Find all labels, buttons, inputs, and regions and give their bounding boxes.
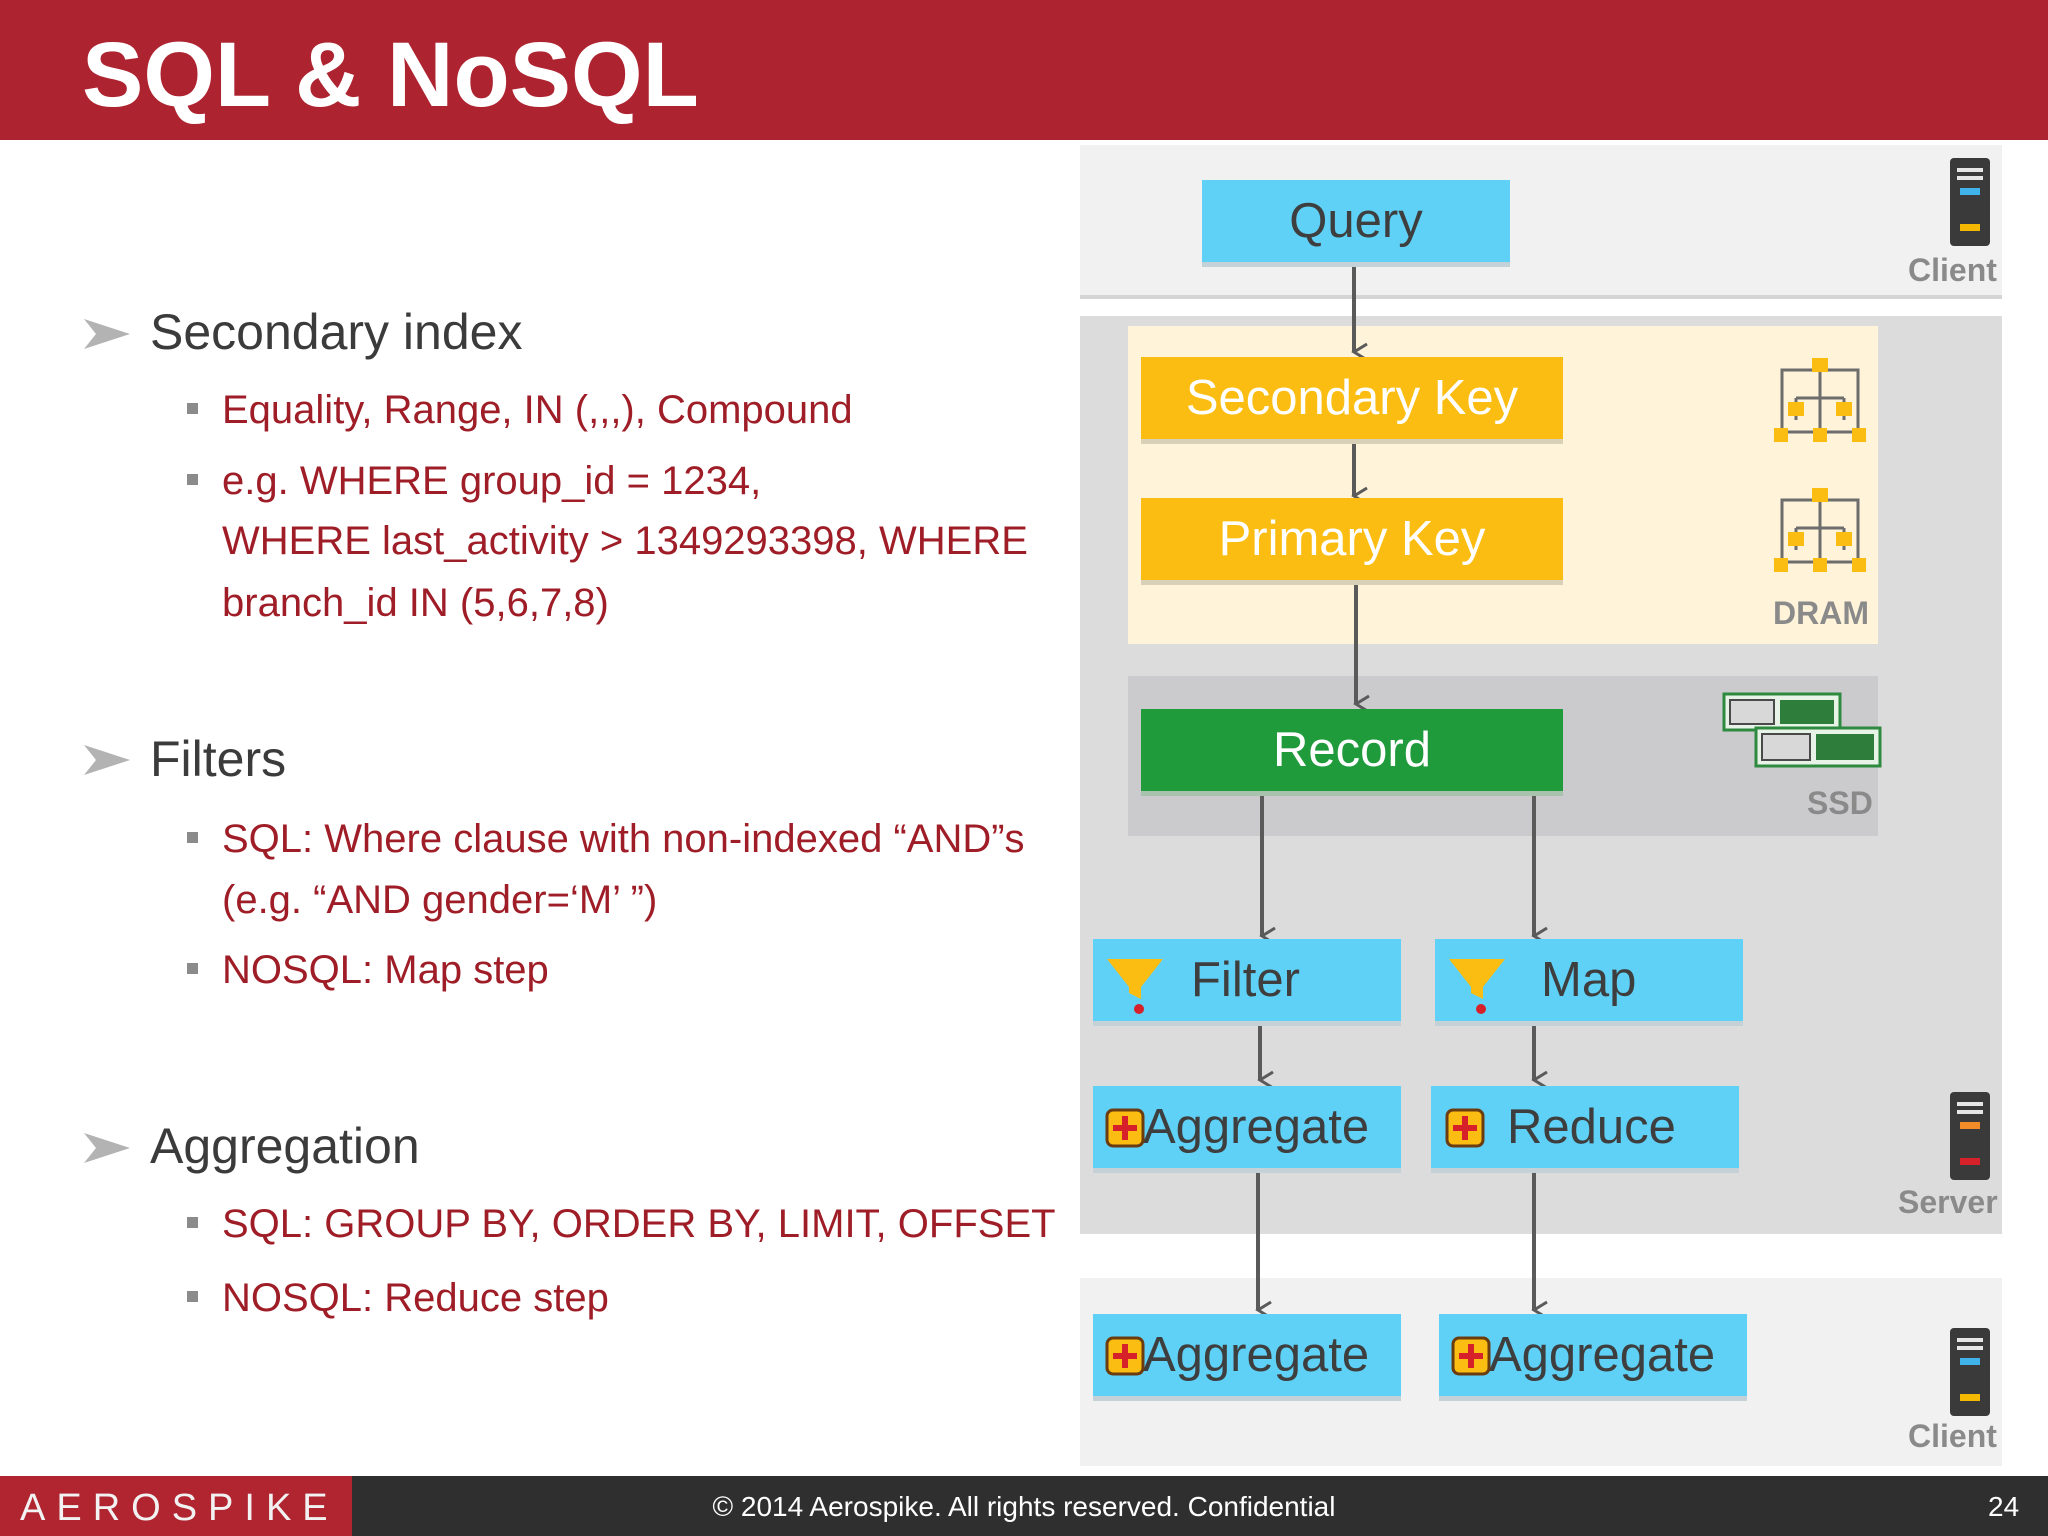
aggregate-box-server: Aggregate [1093, 1086, 1401, 1168]
bullet-item-continuation: WHERE last_activity > 1349293398, WHERE [222, 519, 1028, 563]
square-bullet-icon [187, 474, 198, 485]
primary-key-box: Primary Key [1141, 498, 1563, 580]
client-server-icon [1950, 1328, 1990, 1416]
panel-divider [1080, 295, 2002, 299]
client-server-icon [1950, 158, 1990, 246]
filter-funnel-icon [1107, 959, 1163, 1014]
query-box: Query [1202, 180, 1510, 262]
bullet-item-continuation: (e.g. “AND gender=‘M’ ”) [222, 878, 658, 922]
ssd-label: SSD [1807, 785, 1873, 821]
bullet-item: NOSQL: Map step [222, 948, 549, 992]
square-bullet-icon [187, 832, 198, 843]
primary-key-label: Primary Key [1218, 512, 1486, 566]
secondary-key-box: Secondary Key [1141, 357, 1563, 439]
bullet-item: Equality, Range, IN (,,,), Compound [222, 388, 853, 432]
server-icon [1950, 1092, 1990, 1180]
server-label: Server [1898, 1184, 1998, 1220]
square-bullet-icon [187, 403, 198, 414]
title-bar [0, 0, 2048, 140]
slide-title: SQL & NoSQL [82, 24, 699, 126]
bullet-item: SQL: GROUP BY, ORDER BY, LIMIT, OFFSET [222, 1202, 1056, 1246]
dram-label: DRAM [1773, 595, 1869, 631]
record-box: Record [1141, 709, 1563, 791]
bullet-heading-secondary-index: Secondary index [150, 304, 523, 360]
reduce-icon [1445, 1108, 1485, 1148]
aggregate-box-client-right: Aggregate [1439, 1314, 1747, 1396]
arrow-bullet-icon [84, 319, 130, 349]
aggregate-box-client-left: Aggregate [1093, 1314, 1401, 1396]
aggregate-icon [1105, 1108, 1145, 1148]
map-label: Map [1541, 953, 1637, 1007]
filter-label: Filter [1191, 953, 1300, 1007]
bullet-heading-aggregation: Aggregation [150, 1118, 420, 1174]
bullet-item: SQL: Where clause with non-indexed “AND”… [222, 817, 1025, 861]
map-box: Map [1435, 939, 1743, 1021]
query-label: Query [1289, 194, 1423, 248]
square-bullet-icon [187, 963, 198, 974]
page-number: 24 [1988, 1491, 2020, 1522]
client-top-label: Client [1908, 252, 1997, 288]
secondary-key-label: Secondary Key [1185, 371, 1519, 425]
aerospike-logo: AEROSPIKE [20, 1487, 339, 1529]
arrow-bullet-icon [84, 1133, 130, 1163]
bullet-item: NOSQL: Reduce step [222, 1276, 609, 1320]
aggregate-label: Aggregate [1143, 1100, 1370, 1154]
aggregate-icon [1105, 1336, 1145, 1376]
aggregate-label: Aggregate [1143, 1328, 1370, 1382]
bullet-item-continuation: branch_id IN (5,6,7,8) [222, 581, 609, 625]
filter-box: Filter [1093, 939, 1401, 1021]
reduce-label: Reduce [1507, 1100, 1676, 1154]
index-tree-icon [1774, 488, 1866, 572]
copyright-text: © 2014 Aerospike. All rights reserved. C… [712, 1491, 1336, 1522]
logo-background [0, 1476, 352, 1536]
arrow-bullet-icon [84, 745, 130, 775]
aggregate-label: Aggregate [1489, 1328, 1716, 1382]
client-bottom-label: Client [1908, 1418, 1997, 1454]
aggregate-icon [1451, 1336, 1491, 1376]
square-bullet-icon [187, 1291, 198, 1302]
reduce-box: Reduce [1431, 1086, 1739, 1168]
square-bullet-icon [187, 1217, 198, 1228]
record-label: Record [1273, 723, 1431, 777]
ssd-drive-icon [1722, 692, 1882, 768]
index-tree-icon [1774, 358, 1866, 442]
map-funnel-icon [1449, 959, 1505, 1014]
bullet-item: e.g. WHERE group_id = 1234, [222, 459, 762, 503]
bullet-heading-filters: Filters [150, 731, 287, 787]
